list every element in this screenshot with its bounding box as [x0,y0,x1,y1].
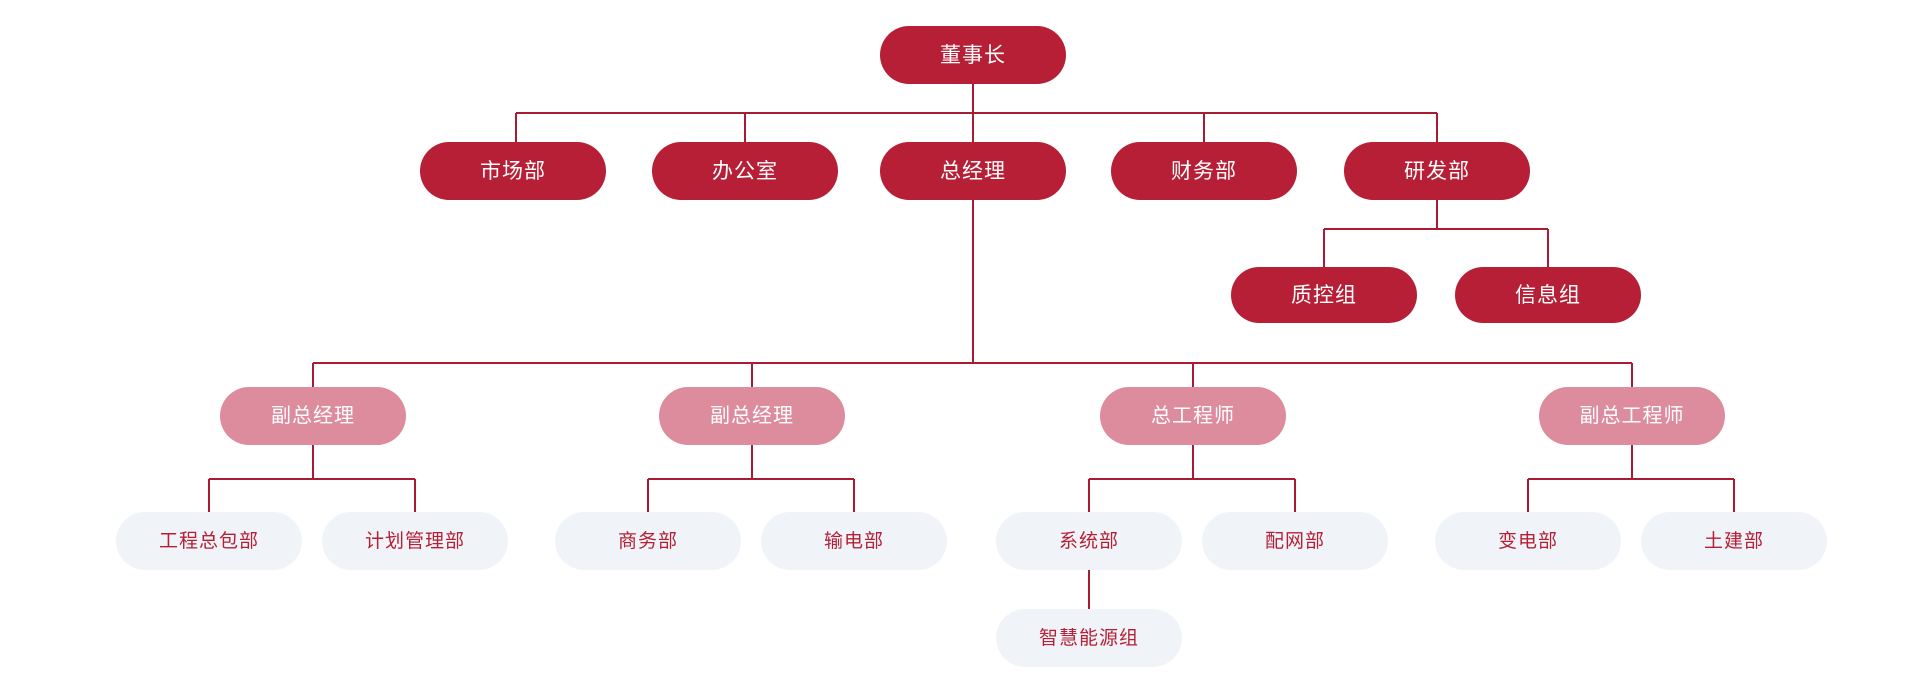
node-smart-energy-group-label: 智慧能源组 [1038,627,1139,649]
node-qc-group[interactable]: 质控组 [1231,267,1417,323]
node-planning-dept[interactable]: 计划管理部 [322,512,508,570]
node-planning-dept-label: 计划管理部 [364,530,465,552]
node-qc-group-label: 质控组 [1291,283,1357,307]
node-chief-engineer-label: 总工程师 [1151,405,1235,427]
node-chairman[interactable]: 董事长 [880,26,1066,84]
node-marketing-label: 市场部 [480,159,546,183]
node-commerce-dept[interactable]: 商务部 [555,512,741,570]
node-deputy-chief-engineer[interactable]: 副总工程师 [1539,387,1725,445]
node-substation-dept[interactable]: 变电部 [1435,512,1621,570]
node-substation-dept-label: 变电部 [1497,530,1558,552]
node-marketing[interactable]: 市场部 [420,142,606,200]
node-rnd[interactable]: 研发部 [1344,142,1530,200]
node-general-manager-label: 总经理 [940,159,1006,183]
node-finance-label: 财务部 [1171,159,1237,183]
node-general-manager[interactable]: 总经理 [880,142,1066,200]
node-civil-dept[interactable]: 土建部 [1641,512,1827,570]
node-system-dept[interactable]: 系统部 [996,512,1182,570]
node-deputy-chief-engineer-label: 副总工程师 [1579,405,1685,427]
node-deputy-gm-2-label: 副总经理 [710,405,794,427]
node-system-dept-label: 系统部 [1058,530,1119,552]
node-info-group[interactable]: 信息组 [1455,267,1641,323]
node-rnd-label: 研发部 [1404,159,1470,183]
node-office-label: 办公室 [712,159,778,183]
node-chairman-label: 董事长 [940,43,1006,67]
node-epc-dept[interactable]: 工程总包部 [116,512,302,570]
node-epc-dept-label: 工程总包部 [158,530,259,552]
node-deputy-gm-1[interactable]: 副总经理 [220,387,406,445]
node-commerce-dept-label: 商务部 [617,530,678,552]
node-smart-energy-group[interactable]: 智慧能源组 [996,609,1182,667]
node-chief-engineer[interactable]: 总工程师 [1100,387,1286,445]
node-distribution-dept-label: 配网部 [1264,530,1325,552]
node-transmission-dept-label: 输电部 [823,530,884,552]
node-distribution-dept[interactable]: 配网部 [1202,512,1388,570]
node-transmission-dept[interactable]: 输电部 [761,512,947,570]
node-info-group-label: 信息组 [1515,283,1581,307]
node-deputy-gm-1-label: 副总经理 [271,405,355,427]
node-deputy-gm-2[interactable]: 副总经理 [659,387,845,445]
node-civil-dept-label: 土建部 [1703,530,1764,552]
node-office[interactable]: 办公室 [652,142,838,200]
node-finance[interactable]: 财务部 [1111,142,1297,200]
